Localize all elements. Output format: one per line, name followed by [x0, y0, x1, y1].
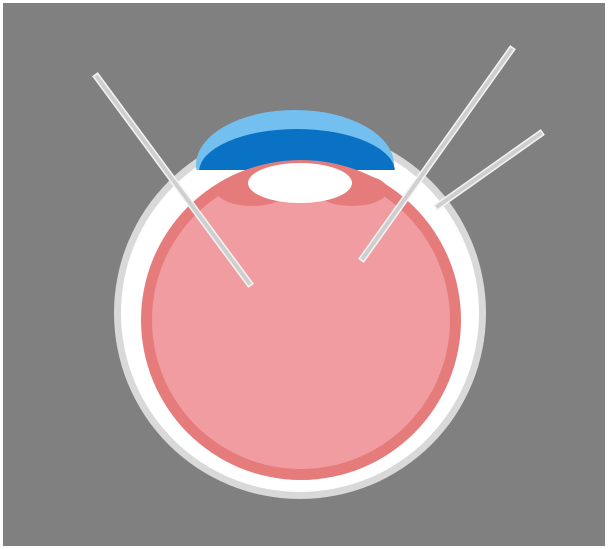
lens	[248, 163, 352, 203]
